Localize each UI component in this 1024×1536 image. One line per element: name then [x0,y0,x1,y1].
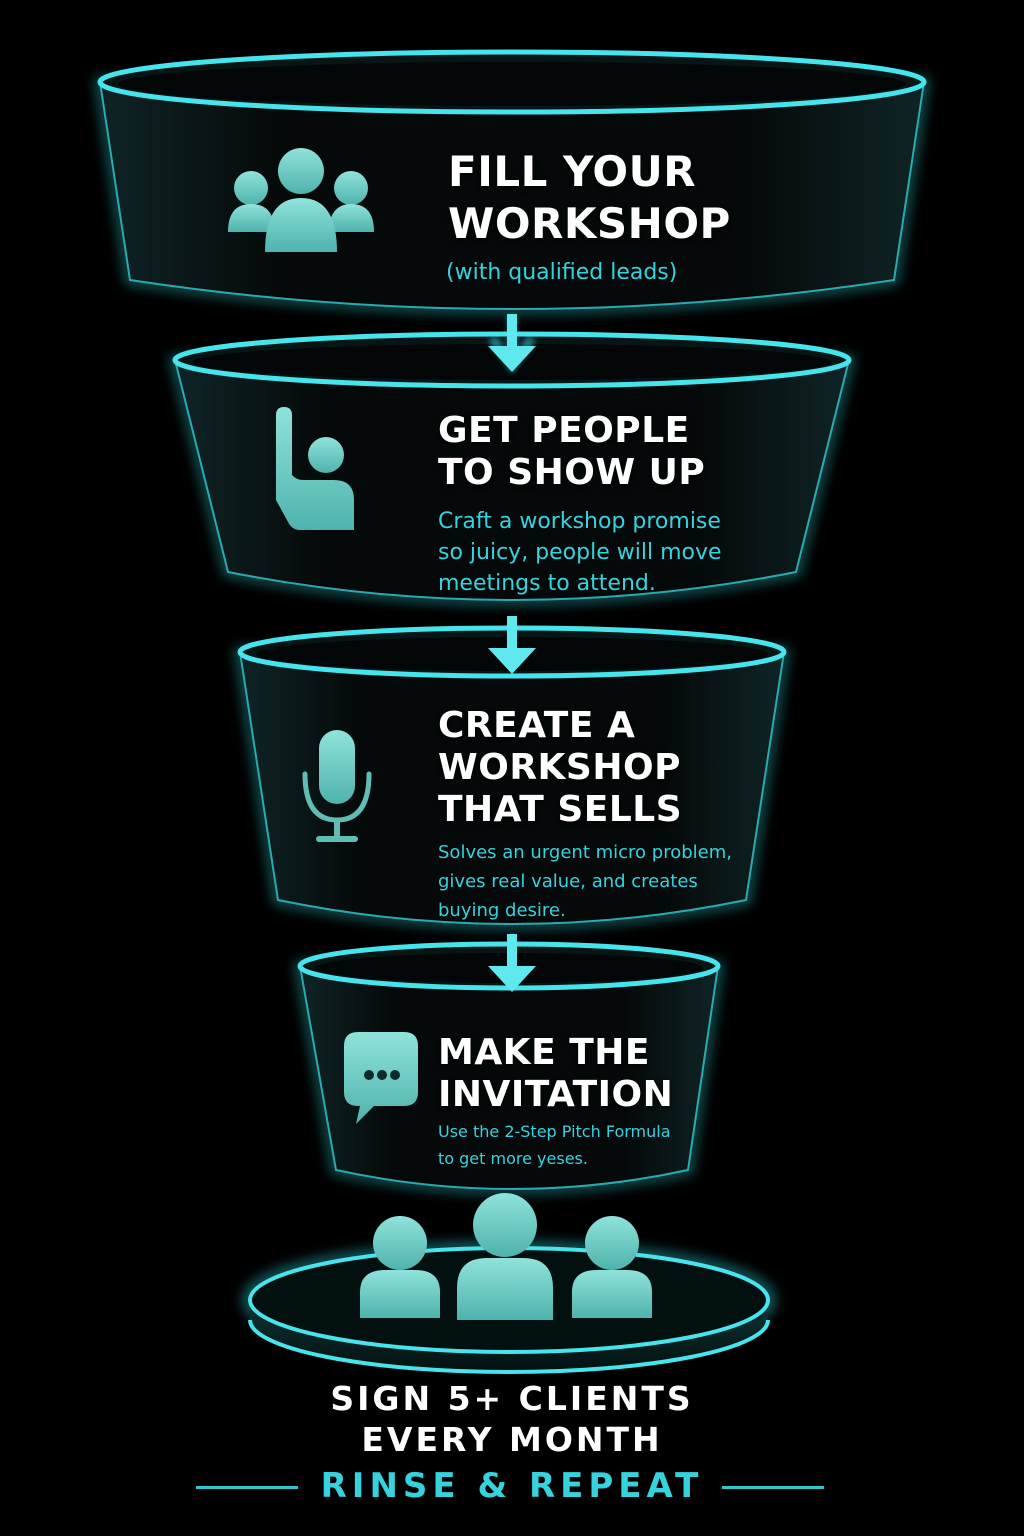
funnel-stage-1 [94,49,930,314]
tagline-rule-right [722,1486,824,1489]
chat-bubble-icon [344,1032,418,1124]
stage-1-subtitle: (with qualified leads) [446,260,678,285]
stage-3-title: CREATE A WORKSHOP THAT SELLS [438,705,683,830]
stage-2-title: GET PEOPLE TO SHOW UP [438,410,706,493]
result-text: SIGN 5+ CLIENTS EVERY MONTH [330,1379,694,1459]
tagline-rule-left [196,1486,298,1489]
stage-4-title: MAKE THE INVITATION [438,1032,674,1115]
raised-hand-icon [276,407,354,530]
stage-2-subtitle: Craft a workshop promise so juicy, peopl… [438,509,722,596]
clients-group-icon [360,1193,652,1320]
stage-4-subtitle: Use the 2-Step Pitch Formula to get more… [438,1122,671,1168]
flow-arrow-3 [488,934,536,992]
stage-1-title: FILL YOUR WORKSHOP [448,147,731,248]
tagline: RINSE & REPEAT [320,1466,704,1506]
group-of-people-icon [228,148,374,252]
microphone-icon [302,730,372,842]
stage-3-subtitle: Solves an urgent micro problem, gives re… [438,842,732,921]
flow-arrow-2 [488,616,536,674]
flow-arrow-1 [488,314,536,374]
